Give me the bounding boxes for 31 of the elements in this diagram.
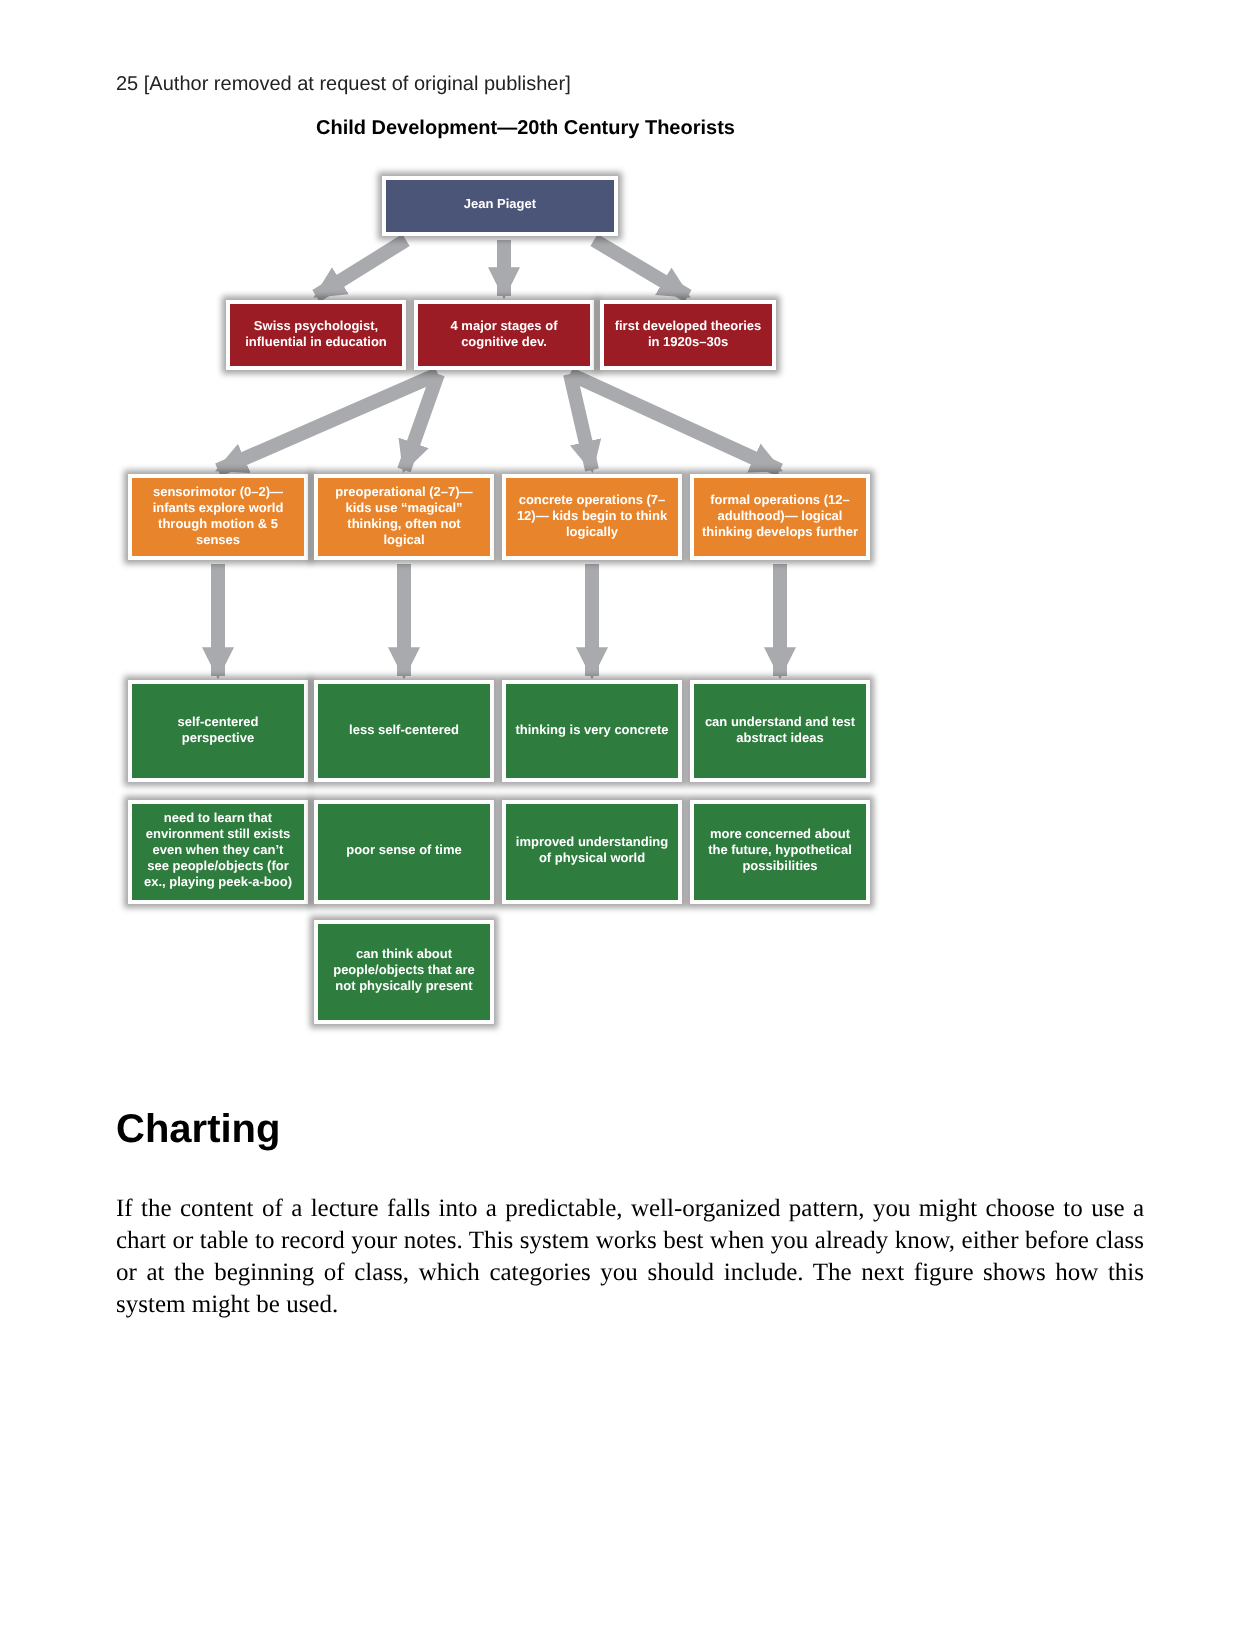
- stage-box: [690, 474, 870, 560]
- arrow: [312, 234, 410, 302]
- arrow: [397, 371, 445, 473]
- trait-box: [128, 800, 308, 904]
- arrow: [764, 564, 796, 680]
- body-paragraph: If the content of a lecture falls into a predictable, well-organized pattern, you might choose to use a chart or table to record your notes. This system works best when you already know, either before class or at the beginning of class, which categories you should include. The next figure shows how this system might be used.: [116, 1192, 1144, 1320]
- section-heading: Charting: [116, 1106, 281, 1156]
- trait-box: [314, 800, 494, 904]
- fact-box: [414, 300, 594, 370]
- arrow: [563, 372, 602, 474]
- trait-box: [690, 800, 870, 904]
- trait-box: [502, 680, 682, 782]
- trait-box: [314, 920, 494, 1024]
- stage-box: [128, 474, 308, 560]
- fact-box: [226, 300, 406, 370]
- trait-box: [502, 800, 682, 904]
- arrow: [215, 367, 441, 477]
- arrow: [388, 564, 420, 680]
- trait-box: [128, 680, 308, 782]
- arrow: [576, 564, 608, 680]
- page-header: 25 [Author removed at request of original publisher]: [116, 72, 571, 100]
- trait-box: [690, 680, 870, 782]
- arrow: [202, 564, 234, 680]
- stage-box: [314, 474, 494, 560]
- diagram-title: Child Development—20th Century Theorists: [316, 116, 735, 144]
- arrow: [590, 234, 692, 302]
- arrow: [488, 240, 520, 300]
- title-box: [382, 176, 618, 236]
- trait-box: [314, 680, 494, 782]
- fact-box: [600, 300, 776, 370]
- stage-box: [502, 474, 682, 560]
